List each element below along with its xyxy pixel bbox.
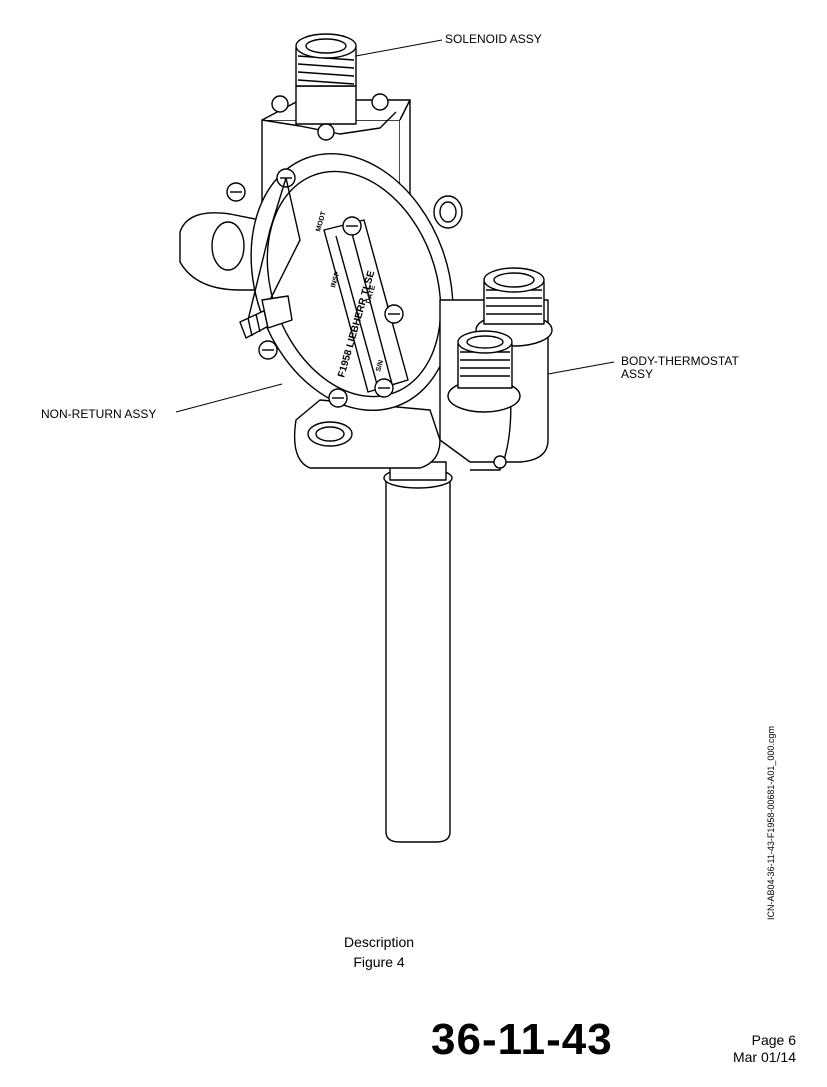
callout-non-return-assy: NON-RETURN ASSY	[41, 407, 157, 421]
plate-field-sn: S/N	[375, 359, 385, 372]
thermostat-leader	[547, 361, 615, 375]
callout-solenoid-assy: SOLENOID ASSY	[445, 32, 542, 46]
icn-reference: ICN-AB04-36-11-43-F1958-00681-A01_000.cg…	[766, 726, 776, 920]
thermostat-fitting-lower	[447, 330, 521, 413]
tube	[385, 479, 451, 843]
thermostat-fitting-upper	[475, 267, 553, 347]
document-number: 36-11-43	[431, 1015, 613, 1064]
page-info: Page 6 Mar 01/14	[733, 1032, 796, 1066]
cover-screws	[226, 168, 404, 408]
solenoid-leader	[355, 39, 443, 57]
callout-body-thermostat-line1: BODY-THERMOSTAT	[621, 354, 739, 368]
page-number: Page 6	[751, 1032, 796, 1048]
non-return-leader	[175, 383, 283, 413]
callout-body-thermostat: BODY-THERMOSTAT ASSY	[621, 355, 739, 381]
plate-field-date: DATE	[365, 284, 377, 304]
plate-field-insp: INSP	[330, 271, 341, 289]
caption-figure-number: Figure 4	[353, 954, 405, 970]
revision-date: Mar 01/14	[732, 1049, 796, 1065]
caption-description: Description	[343, 934, 415, 950]
figure-caption: Description Figure 4	[299, 932, 459, 972]
solenoid-body	[295, 85, 357, 125]
callout-body-thermostat-line2: ASSY	[621, 367, 654, 381]
